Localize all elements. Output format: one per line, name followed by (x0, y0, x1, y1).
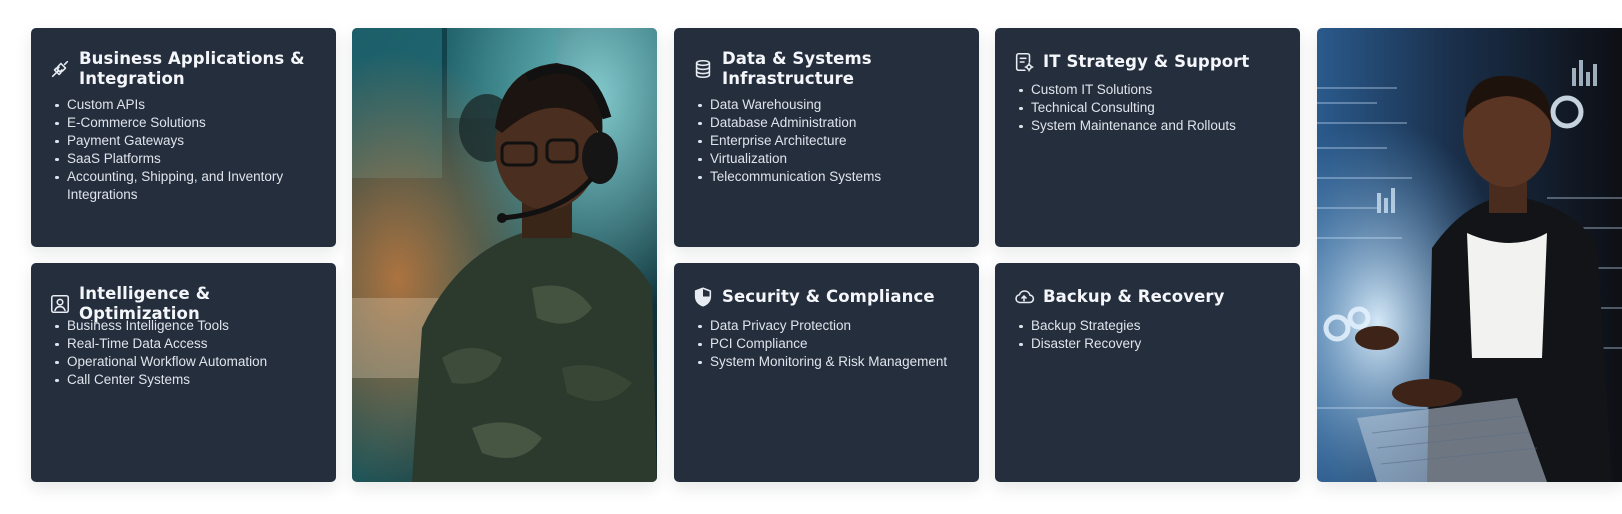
card-header: IT Strategy & Support (1012, 50, 1286, 74)
list-item: Data Privacy Protection (698, 317, 971, 335)
card-data-systems-infrastructure: Data & Systems Infrastructure Data Wareh… (674, 28, 979, 247)
list-item: Accounting, Shipping, and Inventory Inte… (55, 168, 328, 204)
card-list: Backup Strategies Disaster Recovery (995, 317, 1292, 353)
list-item: Telecommunication Systems (698, 168, 971, 186)
card-header: Intelligence & Optimization (48, 284, 322, 324)
card-header: Data & Systems Infrastructure (691, 49, 965, 89)
list-item: Payment Gateways (55, 132, 328, 150)
list-item: System Monitoring & Risk Management (698, 353, 971, 371)
card-title: Intelligence & Optimization (79, 284, 211, 323)
card-header: Backup & Recovery (1012, 285, 1286, 309)
headset-operator-photo (352, 28, 657, 482)
list-item: Enterprise Architecture (698, 132, 971, 150)
database-icon (691, 57, 715, 81)
card-business-applications: Business Applications & Integration Cust… (31, 28, 336, 247)
list-item: Data Warehousing (698, 96, 971, 114)
card-header: Business Applications & Integration (48, 49, 322, 89)
cloud-upload-icon (1012, 285, 1036, 309)
list-item: Custom IT Solutions (1019, 81, 1292, 99)
developer-data-photo (1317, 28, 1622, 482)
list-item: Disaster Recovery (1019, 335, 1292, 353)
list-item: Operational Workflow Automation (55, 353, 328, 371)
list-item: Custom APIs (55, 96, 328, 114)
list-item: Business Intelligence Tools (55, 317, 328, 335)
card-list: Business Intelligence Tools Real-Time Da… (31, 317, 328, 389)
card-title: Data & Systems Infrastructure (722, 49, 872, 88)
card-list: Custom IT Solutions Technical Consulting… (995, 81, 1292, 135)
list-item: E-Commerce Solutions (55, 114, 328, 132)
card-intelligence-optimization: Intelligence & Optimization Business Int… (31, 263, 336, 482)
card-title: IT Strategy & Support (1043, 52, 1250, 71)
card-list: Custom APIs E-Commerce Solutions Payment… (31, 96, 328, 204)
list-item: SaaS Platforms (55, 150, 328, 168)
list-item: Backup Strategies (1019, 317, 1292, 335)
card-list: Data Warehousing Database Administration… (674, 96, 971, 186)
plug-icon (48, 57, 72, 81)
user-dashboard-icon (48, 292, 72, 316)
list-item: Virtualization (698, 150, 971, 168)
list-item: PCI Compliance (698, 335, 971, 353)
list-item: Technical Consulting (1019, 99, 1292, 117)
card-title: Backup & Recovery (1043, 287, 1225, 306)
card-title: Business Applications & Integration (79, 49, 305, 88)
shield-icon (691, 285, 715, 309)
document-gear-icon (1012, 50, 1036, 74)
card-list: Data Privacy Protection PCI Compliance S… (674, 317, 971, 371)
list-item: Call Center Systems (55, 371, 328, 389)
card-backup-recovery: Backup & Recovery Backup Strategies Disa… (995, 263, 1300, 482)
card-header: Security & Compliance (691, 285, 965, 309)
card-title: Security & Compliance (722, 287, 935, 306)
list-item: System Maintenance and Rollouts (1019, 117, 1292, 135)
card-it-strategy-support: IT Strategy & Support Custom IT Solution… (995, 28, 1300, 247)
list-item: Real-Time Data Access (55, 335, 328, 353)
card-security-compliance: Security & Compliance Data Privacy Prote… (674, 263, 979, 482)
list-item: Database Administration (698, 114, 971, 132)
